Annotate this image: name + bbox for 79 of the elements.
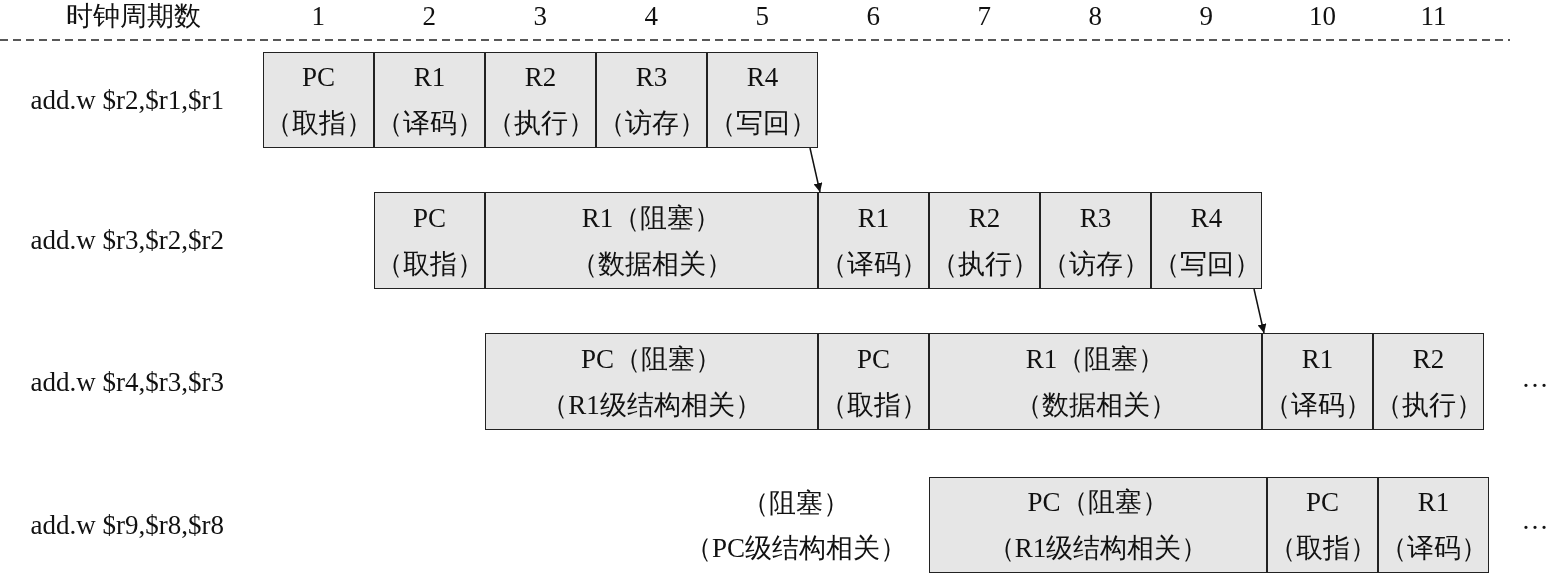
stage-name: （取指） bbox=[1268, 532, 1377, 565]
register-name: R4 bbox=[746, 61, 779, 94]
instruction-label: add.w $r2,$r1,$r1 bbox=[30, 84, 224, 116]
axis-title: 时钟周期数 bbox=[65, 0, 201, 32]
instruction-label: add.w $r3,$r2,$r2 bbox=[30, 224, 224, 256]
stage-box bbox=[929, 477, 1267, 573]
register-name: PC bbox=[413, 201, 446, 235]
register-name: R2 bbox=[1412, 342, 1445, 376]
cycle-number: 11 bbox=[1420, 0, 1447, 32]
register-name: R2 bbox=[968, 201, 1001, 235]
stage-name: （R1级结构相关） bbox=[541, 388, 762, 422]
register-name: R1（阻塞） bbox=[1025, 342, 1166, 376]
stage-name: （写回） bbox=[708, 107, 817, 140]
stage-name: （取指） bbox=[819, 388, 928, 422]
cycle-number: 8 bbox=[1088, 0, 1102, 32]
stage-name: （译码） bbox=[375, 107, 484, 140]
stage-name: （访存） bbox=[597, 107, 706, 140]
cycle-number: 1 bbox=[311, 0, 325, 32]
stage-box bbox=[707, 52, 818, 148]
cycle-number: 7 bbox=[977, 0, 991, 32]
stage-name: （数据相关） bbox=[1014, 388, 1177, 422]
cycle-number: 6 bbox=[866, 0, 880, 32]
stage-box bbox=[929, 192, 1040, 289]
stall-note: （PC级结构相关） bbox=[685, 532, 908, 564]
instruction-label: add.w $r4,$r3,$r3 bbox=[30, 366, 224, 398]
register-name: R3 bbox=[635, 61, 668, 94]
cycle-number: 3 bbox=[533, 0, 547, 32]
ellipsis: … bbox=[1521, 362, 1549, 394]
stage-box bbox=[1267, 477, 1378, 573]
arrow bbox=[809, 147, 823, 193]
stage-name: （译码） bbox=[1263, 388, 1372, 422]
register-name: PC（阻塞） bbox=[581, 342, 722, 376]
cycle-number: 5 bbox=[755, 0, 769, 32]
cycle-number: 2 bbox=[422, 0, 436, 32]
ellipsis: … bbox=[1521, 504, 1549, 536]
stage-name: （写回） bbox=[1152, 247, 1261, 281]
register-name: R1 bbox=[1301, 342, 1334, 376]
register-name: R1 bbox=[413, 61, 446, 94]
stage-box bbox=[485, 52, 596, 148]
register-name: PC bbox=[857, 342, 890, 376]
stage-box bbox=[485, 192, 818, 289]
instruction-label: add.w $r9,$r8,$r8 bbox=[30, 509, 224, 541]
register-name: R1 bbox=[1417, 486, 1450, 519]
stage-box bbox=[596, 52, 707, 148]
cycle-number: 4 bbox=[644, 0, 658, 32]
stage-name: （译码） bbox=[819, 247, 928, 281]
register-name: PC bbox=[1306, 486, 1339, 519]
register-name: R1 bbox=[857, 201, 890, 235]
register-name: R2 bbox=[524, 61, 557, 94]
stage-box bbox=[1378, 477, 1489, 573]
register-name: R3 bbox=[1079, 201, 1112, 235]
arrow bbox=[1253, 288, 1267, 334]
register-name: PC（阻塞） bbox=[1027, 486, 1169, 519]
stall-note: （阻塞） bbox=[742, 487, 850, 519]
stage-box bbox=[263, 52, 374, 148]
stage-name: （数据相关） bbox=[570, 247, 733, 281]
stage-box bbox=[374, 192, 485, 289]
stage-name: （R1级结构相关） bbox=[987, 532, 1209, 565]
stage-name: （取指） bbox=[264, 107, 373, 140]
stage-name: （执行） bbox=[1374, 388, 1483, 422]
stage-box bbox=[1262, 333, 1373, 430]
stage-name: （取指） bbox=[375, 247, 484, 281]
stage-box bbox=[818, 333, 929, 430]
stage-box bbox=[1151, 192, 1262, 289]
cycle-number: 10 bbox=[1309, 0, 1336, 32]
stage-name: （译码） bbox=[1379, 532, 1488, 565]
cycle-number: 9 bbox=[1199, 0, 1213, 32]
stage-box bbox=[1040, 192, 1151, 289]
register-name: R1（阻塞） bbox=[581, 201, 722, 235]
stage-box bbox=[1373, 333, 1484, 430]
stage-box bbox=[818, 192, 929, 289]
stage-box bbox=[485, 333, 818, 430]
stage-name: （执行） bbox=[486, 107, 595, 140]
register-name: R4 bbox=[1190, 201, 1223, 235]
stage-name: （访存） bbox=[1041, 247, 1150, 281]
stage-box bbox=[929, 333, 1262, 430]
stage-name: （执行） bbox=[930, 247, 1039, 281]
register-name: PC bbox=[302, 61, 335, 94]
stage-box bbox=[374, 52, 485, 148]
